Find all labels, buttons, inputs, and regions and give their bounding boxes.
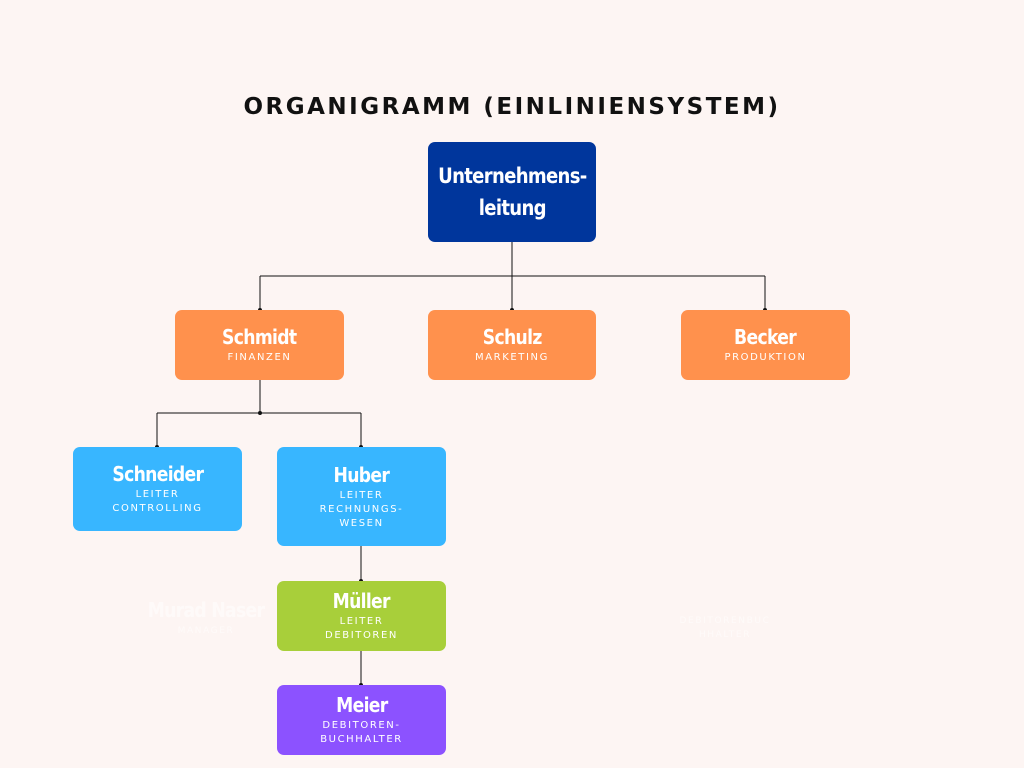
node-role: LEITER CONTROLLING — [112, 489, 203, 514]
node-huber: Huber LEITER RECHNUNGS- WESEN — [277, 447, 446, 546]
node-role: FINANZEN — [227, 352, 292, 363]
node-role: LEITER RECHNUNGS- WESEN — [319, 489, 404, 529]
ghost-text-right: DEBITORENBUC HHALTER — [640, 612, 810, 642]
node-name: Unternehmens- leitung — [437, 164, 587, 220]
connector-top-to-level1 — [259, 242, 766, 310]
node-name: Schulz — [482, 325, 543, 349]
node-schneider: Schneider LEITER CONTROLLING — [73, 447, 242, 531]
node-name: Schmidt — [222, 325, 297, 349]
node-name: Huber — [333, 462, 390, 487]
node-name: Schneider — [112, 462, 204, 486]
node-meier: Meier DEBITOREN- BUCHHALTER — [277, 685, 446, 755]
node-mueller: Müller LEITER DEBITOREN — [277, 581, 446, 651]
node-unternehmensleitung: Unternehmens- leitung — [428, 142, 596, 242]
node-name: Meier — [335, 693, 388, 717]
node-becker: Becker PRODUKTION — [681, 310, 850, 380]
node-name: Becker — [734, 325, 798, 349]
ghost-text-left: Murad Naser MANAGER — [130, 598, 282, 638]
node-schmidt: Schmidt FINANZEN — [175, 310, 344, 380]
ghost-name: Murad Naser — [147, 598, 265, 622]
connector-dot — [258, 411, 262, 415]
node-role: PRODUKTION — [724, 352, 807, 363]
node-role: MARKETING — [475, 352, 549, 363]
node-role: LEITER DEBITOREN — [325, 616, 398, 641]
node-role: DEBITOREN- BUCHHALTER — [320, 720, 403, 745]
ghost-role: DEBITORENBUC HHALTER — [679, 616, 771, 640]
node-name: Müller — [332, 589, 391, 613]
diagram-title: ORGANIGRAMM (EINLINIENSYSTEM) — [243, 94, 781, 120]
node-schulz: Schulz MARKETING — [428, 310, 596, 380]
ghost-role: MANAGER — [177, 626, 235, 636]
